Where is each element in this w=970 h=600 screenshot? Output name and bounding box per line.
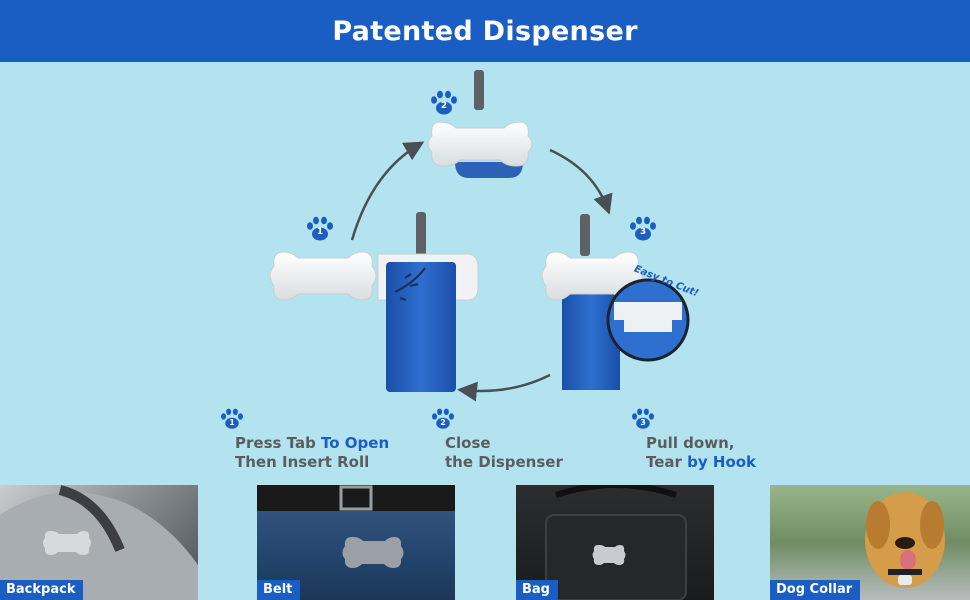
step-1-line1: Press Tab <box>235 434 322 452</box>
dispenser-closed-top <box>427 70 533 178</box>
step-2-line1: Close <box>445 434 491 452</box>
paw-number-2: 2 <box>440 101 448 111</box>
caption-number-2: 2 <box>440 418 446 427</box>
paw-icon-caption-1 <box>221 408 243 429</box>
paw-number-3: 3 <box>639 227 647 237</box>
backpack-illustration <box>0 485 198 600</box>
photo-label-bag: Bag <box>516 580 558 600</box>
arrow-2-to-3 <box>549 148 613 215</box>
dispenser-open-left <box>269 212 479 392</box>
step-1-caption: Press Tab To Open Then Insert Roll <box>235 434 389 472</box>
photo-label-dog-collar: Dog Collar <box>770 580 861 600</box>
arrow-3-to-1 <box>457 373 551 402</box>
belt-illustration <box>257 485 455 568</box>
dog-illustration <box>865 492 945 588</box>
paw-icon-step-1 <box>307 216 333 241</box>
photo-dog-collar: Dog Collar <box>770 485 970 600</box>
page-title: Patented Dispenser <box>332 15 638 47</box>
paw-number-1: 1 <box>316 227 324 237</box>
photo-backpack: Backpack <box>0 485 198 600</box>
step-1-line2: Then Insert Roll <box>235 453 370 471</box>
step-3-highlight: by Hook <box>687 453 757 471</box>
arrow-1-to-2 <box>350 141 425 241</box>
dispenser-pulling-right <box>541 214 690 390</box>
photo-label-belt: Belt <box>257 580 301 600</box>
step-1-highlight: To Open <box>321 434 390 452</box>
caption-number-1: 1 <box>229 418 235 427</box>
paw-icon-step-3 <box>630 216 656 241</box>
bag-illustration <box>545 485 687 600</box>
photo-belt: Belt <box>257 485 455 600</box>
paw-icon-step-2 <box>431 90 457 115</box>
step-2-caption: Close the Dispenser <box>445 434 563 472</box>
step-3-line1: Pull down, <box>646 434 735 452</box>
photo-bag: Bag <box>516 485 714 600</box>
header-banner: Patented Dispenser <box>0 0 970 62</box>
photo-label-backpack: Backpack <box>0 580 84 600</box>
step-3-caption: Pull down, Tear by Hook <box>646 434 756 472</box>
caption-number-3: 3 <box>640 418 646 427</box>
paw-icon-caption-2 <box>432 408 454 429</box>
step-2-line2: the Dispenser <box>445 453 563 471</box>
step-3-line2: Tear <box>646 453 688 471</box>
paw-icon-caption-3 <box>632 408 654 429</box>
dispenser-diagram <box>269 70 690 402</box>
